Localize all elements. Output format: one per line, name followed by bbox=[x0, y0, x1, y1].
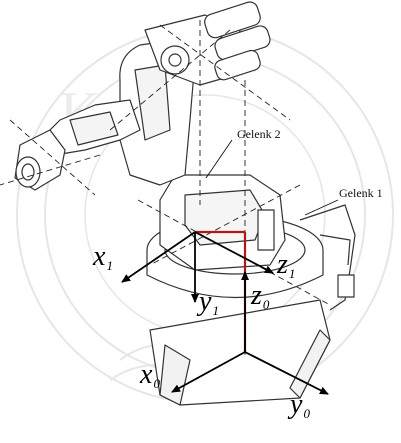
y0-axis-arrow bbox=[244, 351, 329, 395]
z0-axis-label: z0 bbox=[251, 280, 270, 312]
frame-1-axes bbox=[121, 231, 274, 303]
joint-1-label: Gelenk 1 bbox=[339, 186, 383, 200]
x1-axis-arrow bbox=[121, 231, 196, 283]
joint-2-label: Gelenk 2 bbox=[237, 127, 281, 141]
x0-axis-label: x0 bbox=[140, 359, 160, 391]
z1-axis-label: z1 bbox=[277, 249, 296, 281]
y0-axis-label: y0 bbox=[290, 389, 310, 421]
robot-arm-illustration bbox=[0, 1, 356, 406]
y1-axis-label: y1 bbox=[199, 286, 219, 318]
x0-axis-arrow bbox=[171, 351, 246, 393]
z1-axis-arrow bbox=[194, 231, 274, 274]
x1-axis-label: x1 bbox=[93, 241, 113, 273]
frame-0-axes bbox=[171, 271, 329, 395]
